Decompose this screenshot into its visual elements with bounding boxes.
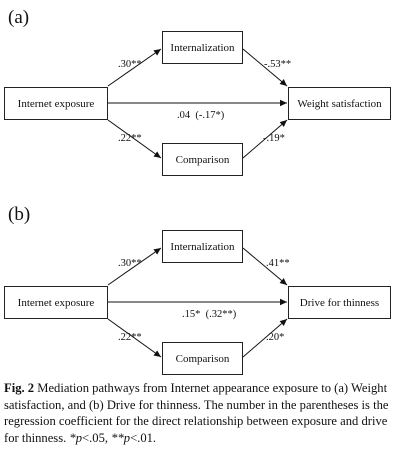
panel-b-internalization-box: Internalization xyxy=(162,230,243,263)
figure-label: Fig. 2 xyxy=(4,381,35,395)
panel-a-coef-pred-internalization: .30** xyxy=(118,59,142,70)
panel-b-drive-for-thinness-box: Drive for thinness xyxy=(288,286,391,319)
arrow-b-comparison-to-outcome xyxy=(242,318,288,358)
panel-a-coef-pred-comparison: .22** xyxy=(118,133,142,144)
panel-a-weight-satisfaction-box: Weight satisfaction xyxy=(288,87,391,120)
arrow-b-pred-to-internalization xyxy=(107,247,162,286)
panel-b-coef-direct: .15* (.32**) xyxy=(182,309,237,320)
figure-caption: Fig. 2 Mediation pathways from Internet … xyxy=(4,380,400,446)
panel-b-coef-pred-internalization: .30** xyxy=(118,258,142,269)
panel-b-internet-exposure-box: Internet exposure xyxy=(4,286,108,319)
panel-a-coef-comparison-outcome: -.19* xyxy=(263,133,285,144)
caption-p1-rest: <.05, xyxy=(82,430,112,445)
panel-b-coef-pred-comparison: .22** xyxy=(118,332,142,343)
arrow-a-pred-to-comparison xyxy=(107,119,162,159)
arrow-layer xyxy=(107,48,288,358)
panel-b-coef-comparison-outcome: .20* xyxy=(266,332,285,343)
arrow-a-internalization-to-outcome xyxy=(242,48,288,87)
panel-a-coef-direct: .04 (-.17*) xyxy=(177,110,225,121)
caption-p1: *p xyxy=(69,430,83,445)
panel-a-internet-exposure-box: Internet exposure xyxy=(4,87,108,120)
panel-a-comparison-box: Comparison xyxy=(162,143,243,176)
panel-b-label: (b) xyxy=(8,204,31,225)
arrow-b-pred-to-comparison xyxy=(107,318,162,358)
caption-p2-rest: <.01. xyxy=(130,430,157,445)
arrow-b-internalization-to-outcome xyxy=(242,247,288,286)
panel-b-comparison-box: Comparison xyxy=(162,342,243,375)
panel-a-internalization-box: Internalization xyxy=(162,31,243,64)
panel-b-coef-internalization-outcome: .41** xyxy=(266,258,290,269)
caption-p2: **p xyxy=(111,430,131,445)
arrow-a-pred-to-internalization xyxy=(107,48,162,87)
arrow-a-comparison-to-outcome xyxy=(242,119,288,159)
panel-a-coef-internalization-outcome: -.53** xyxy=(264,59,292,70)
panel-a-label: (a) xyxy=(8,7,30,28)
caption-text: Mediation pathways from Internet appeara… xyxy=(4,381,389,445)
